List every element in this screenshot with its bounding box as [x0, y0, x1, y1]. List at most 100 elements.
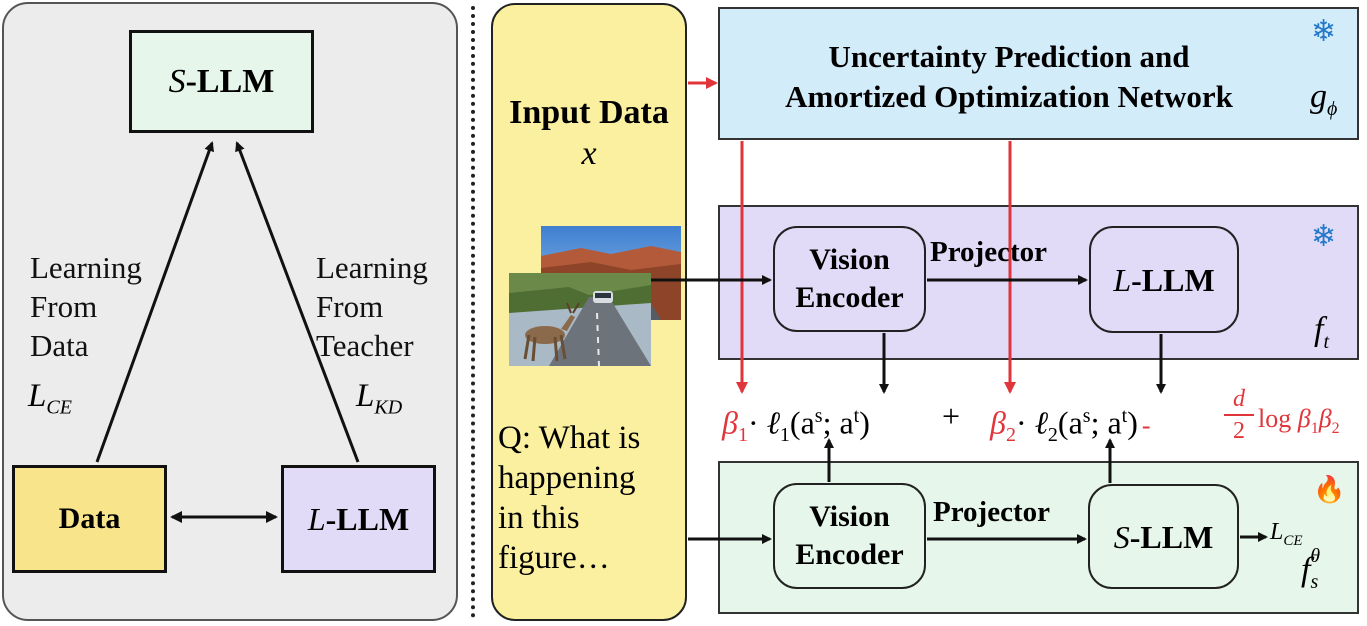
frac-num: d — [1233, 386, 1245, 412]
dotted-divider — [471, 6, 475, 618]
loss-kd-sub: KD — [374, 396, 403, 419]
g-base: g — [1310, 78, 1327, 115]
learn-teacher-line: Learning — [316, 250, 428, 285]
snowflake-icon: ❄ — [1311, 15, 1337, 48]
args: ) — [1127, 404, 1138, 441]
loss-ce-left: LCE — [28, 378, 72, 420]
question-line: figure… — [498, 540, 610, 576]
teacher-llm-suffix: -LLM — [1131, 261, 1215, 298]
plus-sign: + — [942, 398, 961, 434]
uncertainty-title-line: Uncertainty Prediction and — [828, 39, 1190, 74]
snowflake-icon: ❄ — [1311, 220, 1337, 253]
learn-teacher-line: Teacher — [316, 328, 414, 363]
dot: · — [747, 404, 759, 441]
beta2: β — [990, 404, 1006, 441]
ell2-sub: 2 — [1047, 424, 1058, 447]
lce-right-sub: CE — [1283, 532, 1303, 549]
question-line: Q: What is — [498, 420, 641, 456]
arg-sup: t — [853, 405, 860, 427]
ft-base: f — [1314, 311, 1324, 348]
ell2: ℓ — [1034, 404, 1048, 441]
teacher-l-llm-box: L-LLM — [1089, 226, 1239, 333]
frac-bar — [1224, 414, 1254, 416]
question-text: Q: What is happening in this figure… — [498, 418, 684, 578]
s-llm-box-left: S-LLM — [129, 30, 314, 133]
arg-sup: s — [1082, 405, 1091, 427]
frac-den: 2 — [1233, 418, 1245, 444]
loss-ce-right: LCE — [1270, 519, 1303, 550]
fraction-d-over-2: d 2 — [1224, 384, 1254, 446]
log-term: log β1β2 — [1258, 399, 1340, 449]
args: (a — [789, 404, 815, 441]
fs-sup: θ — [1310, 545, 1321, 567]
data-box: Data — [12, 465, 167, 573]
vision-encoder-line: Vision — [809, 243, 890, 276]
fire-icon: 🔥 — [1313, 475, 1346, 504]
minus-sign: - — [1141, 410, 1151, 440]
arg-sup: s — [814, 405, 823, 427]
vision-encoder-line: Encoder — [795, 281, 904, 314]
beta2-sub: 2 — [1005, 424, 1016, 447]
loss-kd-base: L — [356, 378, 375, 414]
learn-data-line: Learning — [30, 250, 142, 285]
fs-sub: s — [1310, 571, 1319, 594]
student-vision-encoder: Vision Encoder — [773, 483, 926, 589]
lce-right-base: L — [1270, 519, 1284, 545]
dot: · — [1015, 404, 1027, 441]
arrow-data-to-sllm — [95, 141, 214, 463]
uncertainty-network-panel — [718, 7, 1359, 140]
loss-term-1: β1· ℓ1(as; at) — [722, 396, 870, 455]
f-t-symbol: ft — [1314, 311, 1329, 354]
student-s-llm-box: S-LLM — [1088, 484, 1239, 589]
learn-teacher-line: From — [316, 289, 384, 324]
learning-from-teacher-label: Learning From Teacher — [316, 248, 428, 365]
log-beta2-sub: 2 — [1331, 420, 1340, 438]
vision-encoder-line: Vision — [809, 500, 890, 533]
l-llm-suffix: -LLM — [325, 500, 410, 537]
loss-term-2: β2· ℓ2(as; at)- — [990, 396, 1151, 455]
s-llm-suffix: -LLM — [185, 62, 275, 100]
arrow-llm-to-sllm — [235, 141, 360, 463]
uncertainty-title-line: Amortized Optimization Network — [785, 79, 1233, 114]
ell1-sub: 1 — [779, 424, 790, 447]
args: ; a — [1090, 404, 1122, 441]
input-title: Input Data — [509, 94, 669, 131]
g-sub: ϕ — [1327, 97, 1338, 120]
loss-ce-base: L — [28, 378, 47, 414]
log-beta2: β — [1318, 404, 1332, 433]
learn-data-line: Data — [30, 328, 89, 363]
log-beta1: β — [1297, 404, 1311, 433]
question-line: in this — [498, 500, 580, 536]
student-llm-prefix: S — [1113, 518, 1130, 555]
s-llm-prefix: S — [168, 62, 186, 100]
question-line: happening — [498, 460, 636, 496]
beta1: β — [722, 404, 738, 441]
teacher-llm-prefix: L — [1113, 261, 1132, 298]
ft-sub: t — [1323, 330, 1330, 353]
args: ) — [859, 404, 870, 441]
log-word: log — [1258, 404, 1292, 433]
loss-ce-sub: CE — [46, 396, 72, 419]
l-llm-box-left: L-LLM — [281, 465, 436, 573]
args: (a — [1057, 404, 1083, 441]
beta1-sub: 1 — [737, 424, 748, 447]
student-llm-suffix: -LLM — [1129, 518, 1214, 555]
l-llm-prefix: L — [307, 500, 326, 537]
learn-data-line: From — [30, 289, 98, 324]
learning-from-data-label: Learning From Data — [30, 248, 142, 365]
arg-sup: t — [1121, 405, 1128, 427]
deer-road-image — [509, 273, 651, 366]
f-s-theta-symbol: fsθ — [1301, 545, 1320, 594]
uncertainty-network-title: Uncertainty Prediction and Amortized Opt… — [718, 37, 1300, 117]
g-phi-symbol: gϕ — [1310, 78, 1337, 121]
teacher-vision-encoder: Vision Encoder — [773, 226, 926, 332]
student-projector-label: Projector — [933, 496, 1050, 528]
log-beta1-sub: 1 — [1310, 420, 1319, 438]
teacher-projector-label: Projector — [930, 236, 1047, 268]
ell1: ℓ — [766, 404, 780, 441]
vision-encoder-line: Encoder — [795, 538, 904, 571]
input-variable: x — [581, 135, 597, 172]
loss-kd-left: LKD — [356, 378, 402, 420]
